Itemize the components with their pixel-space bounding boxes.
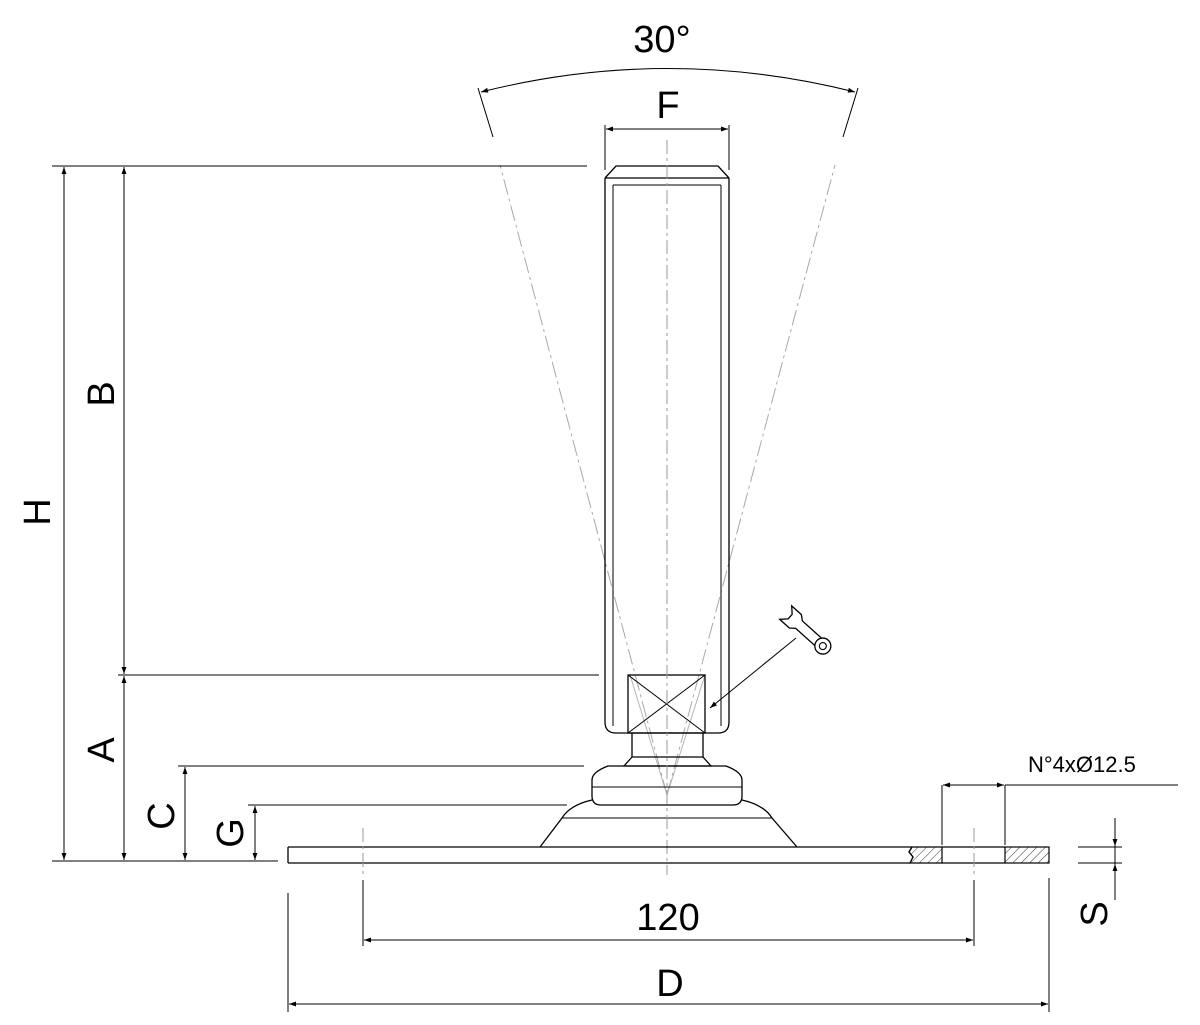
base-plate xyxy=(287,828,1050,878)
dimension-g-label: G xyxy=(210,818,252,848)
dimension-c: C xyxy=(141,767,188,860)
dimension-s-label: S xyxy=(1074,901,1116,926)
dimension-f-label: F xyxy=(656,85,679,127)
dimension-b-label: B xyxy=(81,381,123,406)
dimension-c-label: C xyxy=(141,802,183,829)
dimension-d: D xyxy=(287,878,1050,1012)
dimension-a: A xyxy=(81,676,127,860)
dimension-d-label: D xyxy=(656,963,683,1005)
tilt-cone xyxy=(499,164,836,796)
hole-note: N°4xØ12.5 xyxy=(941,752,1178,845)
angle-dimension: 30° xyxy=(477,19,859,138)
dimension-hole-spacing: 120 xyxy=(362,880,975,946)
dimension-h: H xyxy=(17,167,67,860)
wrench-leader xyxy=(709,637,797,709)
dimension-a-label: A xyxy=(81,737,123,763)
hole-spacing-label: 120 xyxy=(636,897,699,939)
dimension-g: G xyxy=(210,806,258,860)
dimension-h-label: H xyxy=(17,498,59,525)
wrench-icon xyxy=(778,604,832,655)
dimension-f: F xyxy=(604,85,730,170)
dimension-b: B xyxy=(81,167,127,674)
ball-joint xyxy=(539,756,798,848)
dimension-s: S xyxy=(1074,818,1122,927)
angle-label: 30° xyxy=(633,19,690,61)
extension-lines xyxy=(52,165,599,862)
hole-note-label: N°4xØ12.5 xyxy=(1028,752,1136,777)
